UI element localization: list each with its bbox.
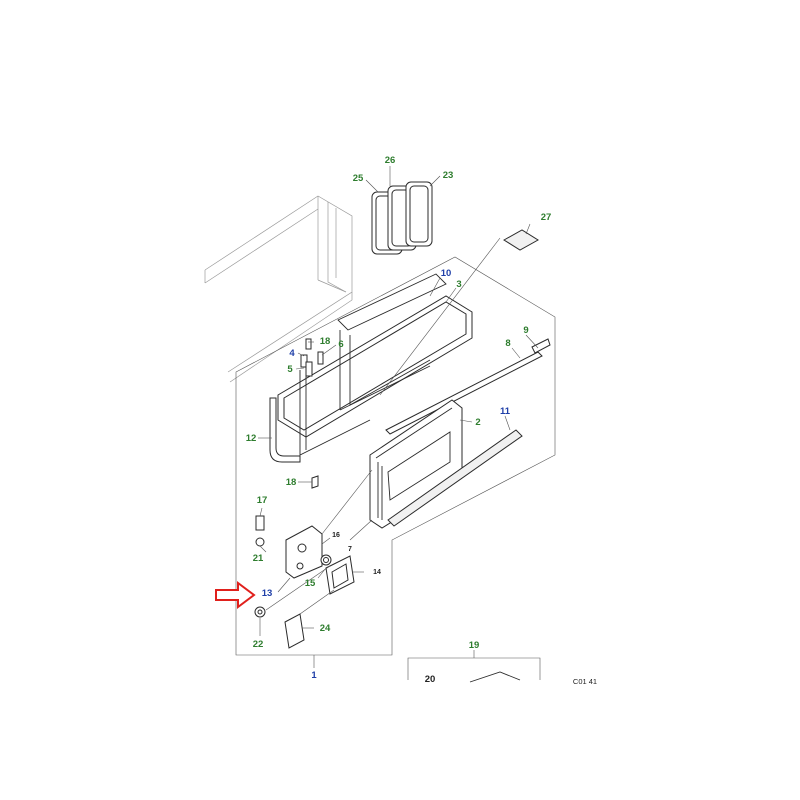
callout-24: 24 bbox=[320, 623, 331, 634]
callout-5: 5 bbox=[287, 364, 293, 375]
callout-2: 2 bbox=[475, 417, 480, 428]
arrow-right-icon bbox=[215, 581, 256, 609]
callout-22: 22 bbox=[253, 639, 264, 650]
callout-7: 7 bbox=[348, 546, 352, 553]
callout-10: 10 bbox=[441, 268, 452, 279]
reference-code: C01 41 bbox=[573, 677, 597, 686]
callout-6: 6 bbox=[338, 339, 343, 350]
callout-18-top: 18 bbox=[320, 336, 331, 347]
callout-18-bottom: 18 bbox=[286, 477, 297, 488]
fasteners bbox=[300, 338, 324, 489]
callout-16: 16 bbox=[332, 532, 340, 539]
assembly-boundary bbox=[235, 256, 556, 656]
leader-lines bbox=[258, 166, 539, 668]
callout-15: 15 bbox=[305, 578, 316, 589]
callout-19: 19 bbox=[469, 640, 480, 651]
callout-27: 27 bbox=[541, 212, 552, 223]
callout-11: 11 bbox=[500, 406, 511, 417]
callout-26: 26 bbox=[385, 155, 396, 166]
callout-12: 12 bbox=[246, 433, 257, 444]
callout-1: 1 bbox=[311, 670, 317, 681]
vehicle-body-outline bbox=[204, 195, 353, 383]
rail-8 bbox=[385, 338, 551, 435]
seal-12 bbox=[269, 397, 301, 463]
callout-3: 3 bbox=[456, 279, 461, 290]
seal-loops bbox=[371, 181, 433, 255]
callout-17: 17 bbox=[257, 495, 268, 506]
callout-4: 4 bbox=[289, 348, 295, 359]
channel-11 bbox=[387, 429, 523, 527]
pad-27 bbox=[503, 229, 539, 251]
callout-21: 21 bbox=[253, 553, 264, 564]
callout-14: 14 bbox=[373, 569, 381, 576]
lock-body bbox=[254, 515, 355, 649]
callout-labels: 26 25 23 27 10 3 9 8 18 6 4 5 2 11 12 18… bbox=[246, 155, 597, 686]
callout-13: 13 bbox=[262, 588, 273, 599]
callout-8: 8 bbox=[505, 338, 510, 349]
callout-20: 20 bbox=[425, 674, 436, 685]
callout-9: 9 bbox=[523, 325, 528, 336]
callout-23: 23 bbox=[443, 170, 454, 181]
callout-25: 25 bbox=[353, 173, 364, 184]
